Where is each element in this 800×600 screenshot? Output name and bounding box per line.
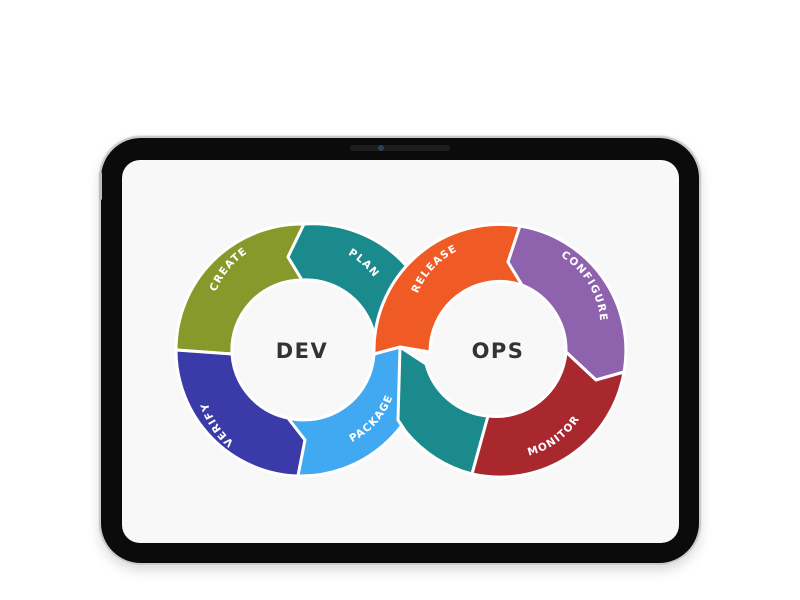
stage-release-segment	[372, 222, 524, 356]
stage-verify-segment	[174, 348, 307, 478]
stage-create-segment	[174, 222, 306, 356]
tablet-camera-bar	[350, 145, 450, 151]
dev-label: DEV	[276, 339, 329, 363]
tablet-side-button	[99, 172, 102, 200]
stage-transition-segment	[396, 345, 490, 476]
ops-label: OPS	[472, 339, 525, 363]
stage-configure-segment	[506, 224, 628, 382]
front-camera-icon	[378, 145, 384, 151]
stage-monitor-segment	[470, 350, 626, 479]
